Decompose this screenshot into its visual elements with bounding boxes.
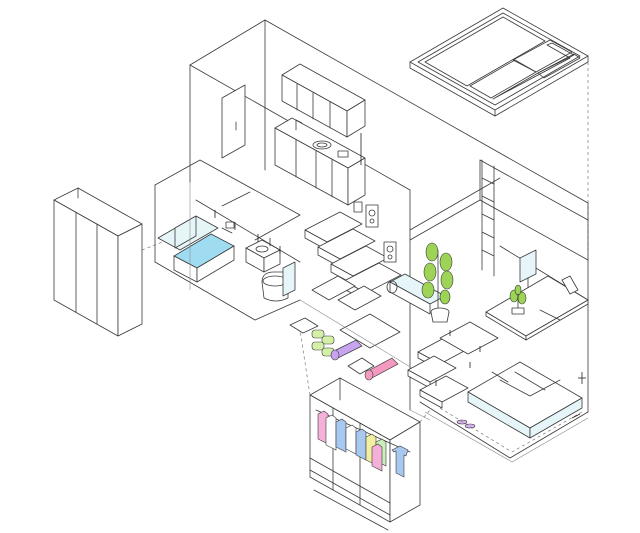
sink-icon — [245, 237, 281, 273]
mezzanine-rails — [195, 191, 301, 263]
plant-icon — [421, 242, 454, 323]
bed-icon — [467, 361, 586, 439]
ladder-icon — [481, 159, 495, 277]
speaker-icon — [353, 201, 397, 263]
yoga-mats — [330, 313, 401, 381]
wardrobe-icon — [53, 187, 143, 337]
stairs-icon — [304, 211, 402, 311]
monitor-icon — [519, 249, 537, 291]
toilet-icon — [261, 261, 296, 302]
bathroom-door — [221, 84, 246, 159]
floating-steps — [407, 321, 499, 409]
desk-plant-icon — [509, 284, 527, 315]
kitchen-cabinets-icon — [274, 63, 366, 206]
clothes-rack-icon — [313, 409, 411, 531]
bathtub-icon — [157, 215, 235, 283]
towels — [289, 317, 335, 357]
skylight-icon — [409, 7, 589, 117]
desk-icon — [485, 275, 589, 341]
ground-floor-lines — [189, 182, 581, 421]
